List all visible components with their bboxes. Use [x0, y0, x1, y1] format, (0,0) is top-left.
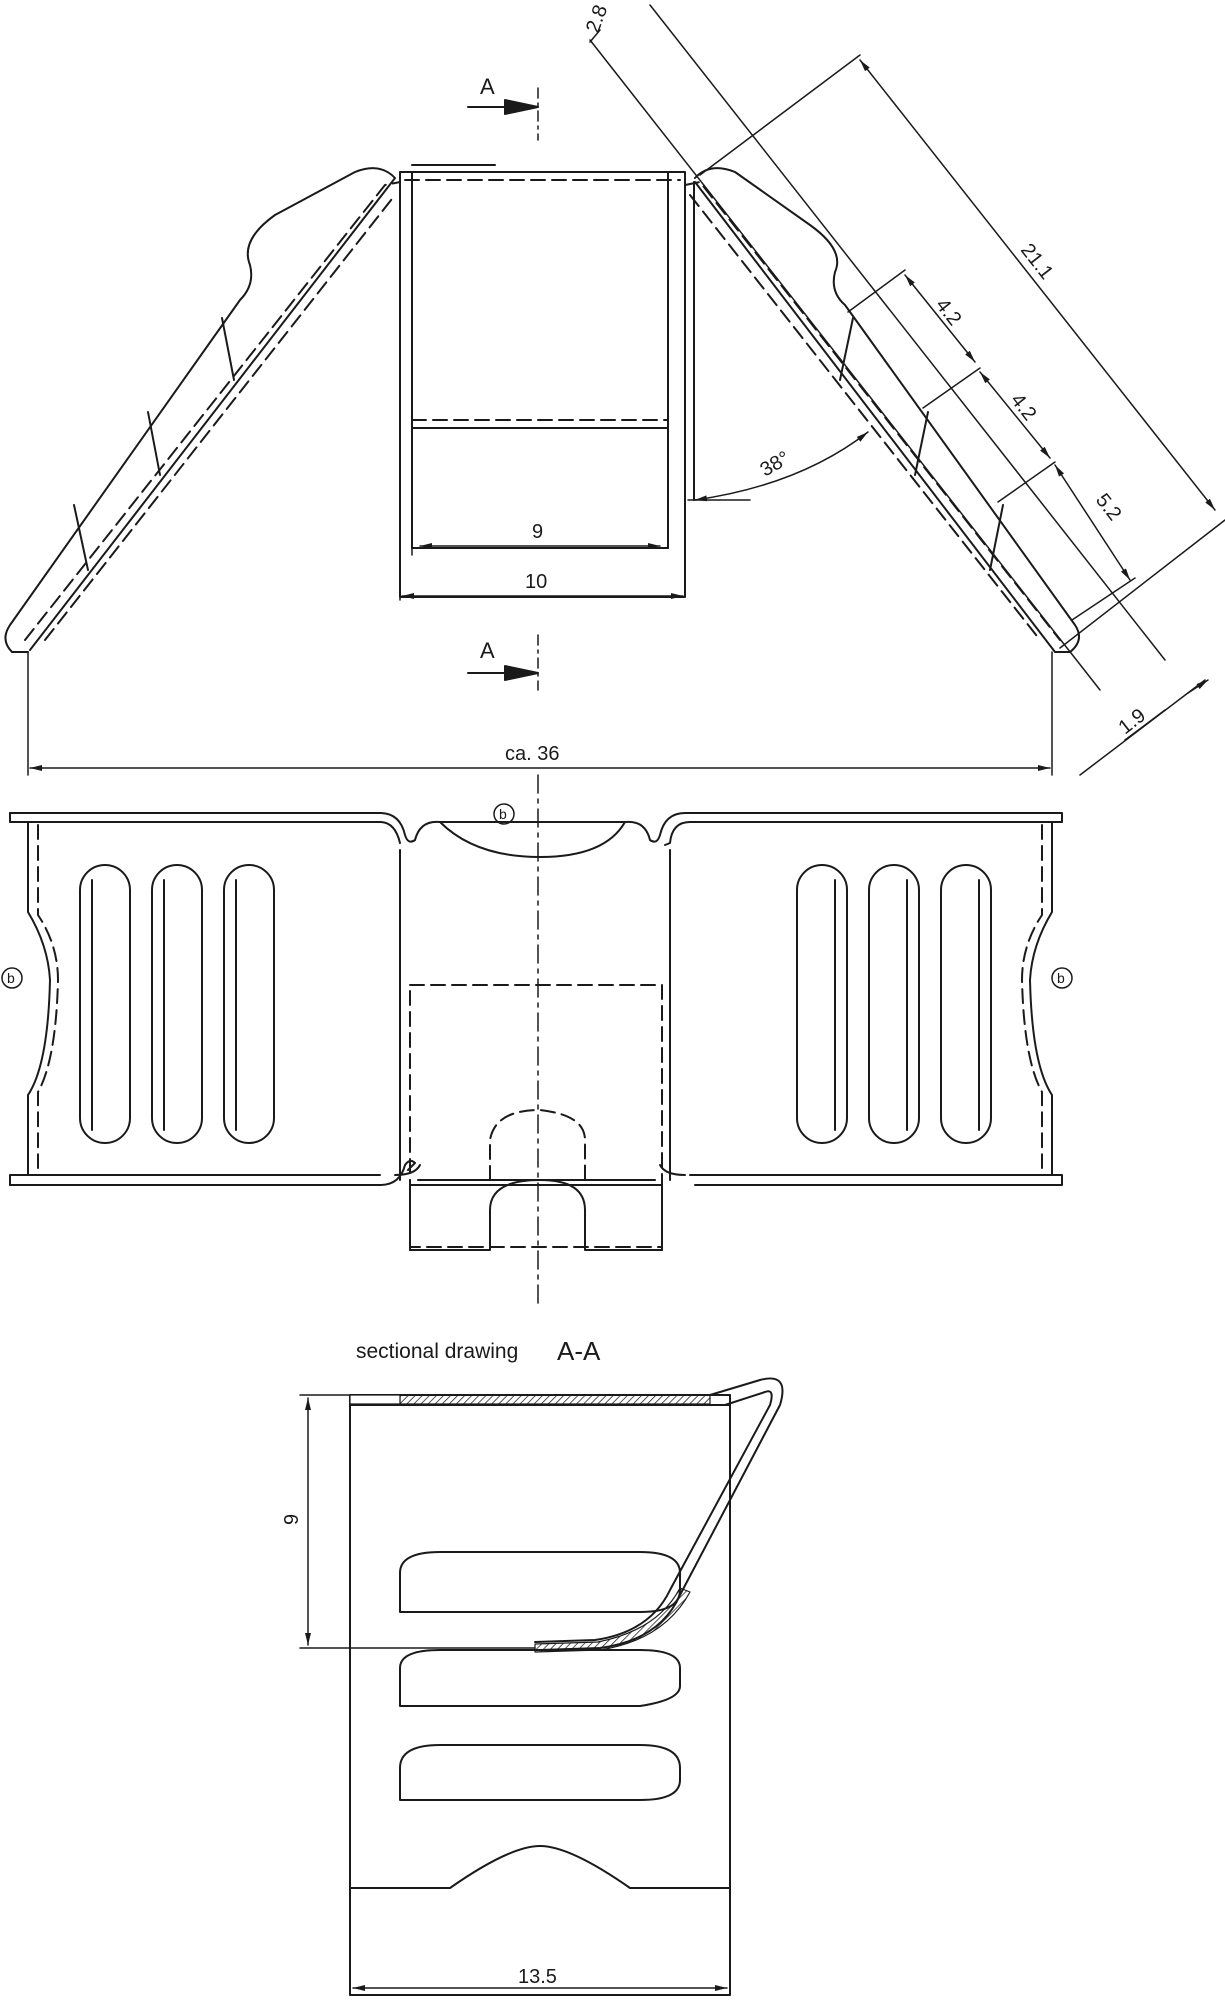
dim-rib-pitch-2: 4.2 [1006, 390, 1040, 425]
left-wing-hidden-edge [24, 181, 401, 641]
left-wing-outline [4, 167, 396, 653]
section-marker-bottom: A [480, 638, 495, 663]
section-caption: sectional drawing [356, 1340, 518, 1363]
dim-rib-end: 5.2 [1091, 490, 1125, 525]
dim-overall-width: ca. 36 [505, 743, 559, 765]
dim-wing-tip: 1.9 [1115, 704, 1150, 738]
plan-view [1, 774, 1073, 1306]
dim-outer-width: 10 [525, 571, 547, 593]
dim-inner-width: 9 [532, 521, 543, 543]
section-marker-top: A [480, 74, 495, 99]
dim-thickness: 2.8 [582, 2, 612, 36]
section-caption-id: A-A [557, 1336, 601, 1366]
callout-top: b [499, 806, 507, 822]
dim-section-height: 9 [281, 1514, 303, 1525]
section-view [299, 1377, 784, 1996]
callout-right: b [1057, 970, 1065, 986]
top-view [4, 4, 1225, 776]
dim-wing-length: 21.1 [1016, 240, 1057, 284]
callout-left: b [7, 970, 15, 986]
right-wing-outline [694, 167, 1080, 653]
dim-rib-pitch-1: 4.2 [931, 295, 965, 330]
right-wing-hidden-edge [684, 181, 1061, 641]
dim-section-width: 13.5 [518, 1966, 557, 1988]
